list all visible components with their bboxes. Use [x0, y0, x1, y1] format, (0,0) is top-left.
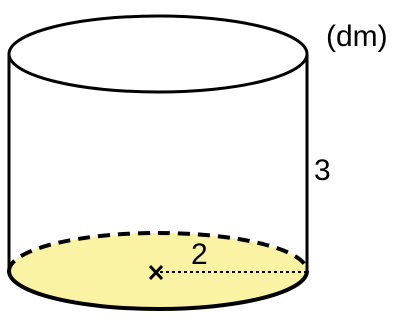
cylinder-top-ellipse — [7, 14, 309, 94]
cylinder-base-back-arc — [7, 231, 309, 272]
height-label: 3 — [314, 154, 331, 187]
radius-label: 2 — [191, 238, 208, 271]
unit-label: (dm) — [326, 20, 388, 53]
cylinder-base-front-arc — [7, 270, 309, 311]
center-cross-mark — [148, 264, 164, 281]
